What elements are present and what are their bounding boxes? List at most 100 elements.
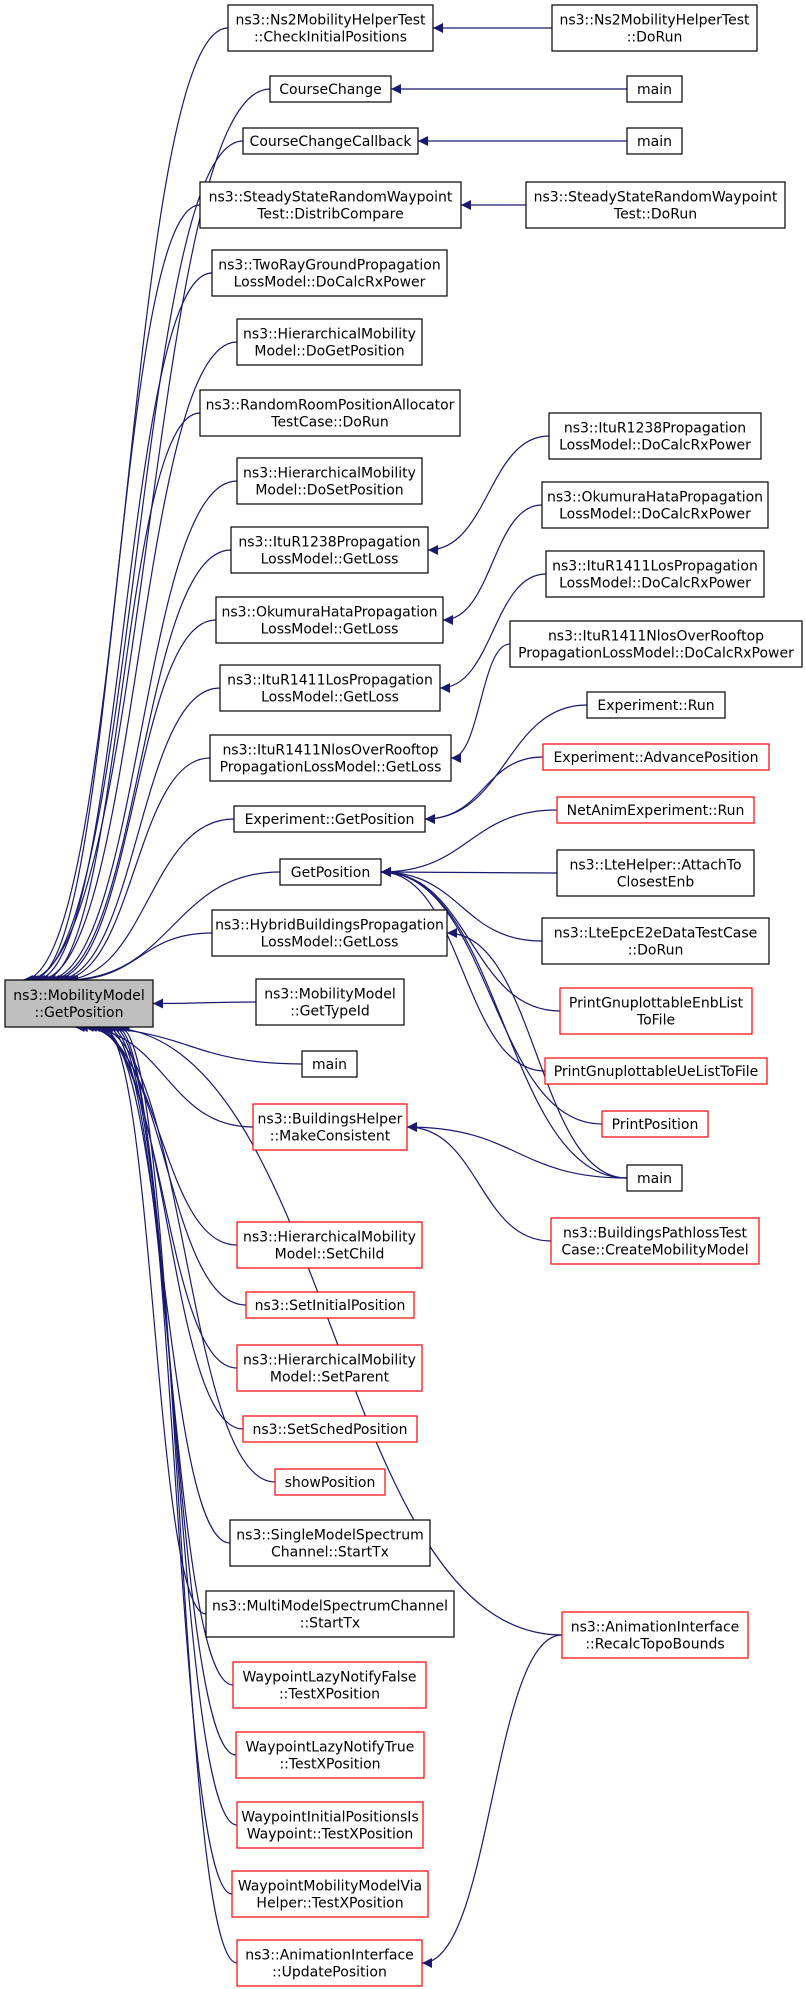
node-experiment-advanceposition[interactable]: Experiment::AdvancePosition [542, 743, 770, 771]
node-ns3-hybridbuildingspropagation-lossmodel-getloss[interactable]: ns3::HybridBuildingsPropagationLossModel… [211, 909, 448, 957]
node-ns3-setschedposition[interactable]: ns3::SetSchedPosition [242, 1415, 418, 1443]
node-label: ns3::HierarchicalMobility [243, 327, 416, 343]
node-box [229, 1519, 431, 1567]
node-label: GetPosition [291, 865, 370, 881]
node-label: TestCase::DoRun [270, 415, 388, 431]
node-label: Test::DistribCompare [256, 207, 404, 223]
node-label: ns3::TwoRayGroundPropagation [218, 258, 441, 274]
node-ns3-itur1411lospropagation-lossmodel-getloss[interactable]: ns3::ItuR1411LosPropagationLossModel::Ge… [219, 664, 441, 712]
node-main[interactable]: main [626, 75, 683, 103]
node-label: ns3::RandomRoomPositionAllocator [206, 398, 455, 414]
node-ns3-randomroompositionallocator-testcase-dorun[interactable]: ns3::RandomRoomPositionAllocatorTestCase… [199, 389, 461, 437]
node-printgnuplottableuelisttofile[interactable]: PrintGnuplottableUeListToFile [544, 1057, 768, 1085]
node-waypointlazynotifyfalse-testxposition[interactable]: WaypointLazyNotifyFalse::TestXPosition [232, 1661, 427, 1709]
node-box [542, 743, 770, 771]
node-label: Model::SetChild [275, 1247, 385, 1263]
node-label: ns3::MultiModelSpectrumChannel [212, 1599, 448, 1615]
node-label: LossModel::GetLoss [261, 552, 399, 568]
node-ns3-itur1411lospropagation-lossmodel-docalcrxpower[interactable]: ns3::ItuR1411LosPropagationLossModel::Do… [545, 550, 765, 598]
node-label: main [312, 1057, 347, 1073]
node-label: WaypointLazyNotifyTrue [246, 1740, 415, 1756]
node-box [601, 1110, 709, 1138]
node-box [242, 1415, 418, 1443]
node-ns3-itur1238propagation-lossmodel-getloss[interactable]: ns3::ItuR1238PropagationLossModel::GetLo… [230, 526, 429, 574]
node-ns3-itur1411nlosoverrooftop-propagationlossmodel-docalcrxpower[interactable]: ns3::ItuR1411NlosOverRooftopPropagationL… [509, 620, 803, 668]
node-label: ns3::LteHelper::AttachTo [569, 858, 741, 874]
node-netanimexperiment-run[interactable]: NetAnimExperiment::Run [556, 796, 755, 824]
node-label: Model::DoGetPosition [254, 344, 404, 360]
node-experiment-run[interactable]: Experiment::Run [586, 691, 726, 719]
call-edge-n13-to-n0 [48, 549, 232, 985]
node-label: ns3::Ns2MobilityHelperTest [559, 13, 750, 29]
node-ns3-itur1238propagation-lossmodel-docalcrxpower[interactable]: ns3::ItuR1238PropagationLossModel::DoCal… [548, 412, 762, 460]
node-main[interactable]: main [626, 127, 683, 155]
node-box [235, 1731, 425, 1779]
node-label: LossModel::GetLoss [261, 622, 399, 638]
node-label: WaypointInitialPositionsIs [241, 1810, 418, 1826]
node-box [269, 75, 392, 103]
node-ns3-lteepce2edatatestcase-dorun[interactable]: ns3::LteEpcE2eDataTestCase::DoRun [541, 917, 770, 965]
node-label: ns3::ItuR1411NlosOverRooftop [548, 629, 764, 645]
node-ns3-buildingspathlosstest-case-createmobilitymodel[interactable]: ns3::BuildingsPathlossTestCase::CreateMo… [550, 1217, 760, 1265]
call-edge-n12-to-n0 [45, 480, 238, 985]
node-ns3-setinitialposition[interactable]: ns3::SetInitialPosition [245, 1291, 415, 1319]
node-ns3-hierarchicalmobility-model-dosetposition[interactable]: ns3::HierarchicalMobilityModel::DoSetPos… [236, 457, 423, 505]
node-ns3-ns2mobilityhelpertest-checkinitialpositions[interactable]: ns3::Ns2MobilityHelperTest::CheckInitial… [227, 4, 434, 52]
node-box [626, 1164, 683, 1192]
call-edge-n38-to-n0 [86, 1022, 247, 1306]
node-ns3-animationinterface-updateposition[interactable]: ns3::AnimationInterface::UpdatePosition [236, 1939, 423, 1987]
node-box [550, 1217, 760, 1265]
node-label: Model::DoSetPosition [255, 483, 403, 499]
node-ns3-itur1411nlosoverrooftop-propagationlossmodel-getloss[interactable]: ns3::ItuR1411NlosOverRooftopPropagationL… [209, 734, 452, 782]
node-label: ns3::Ns2MobilityHelperTest [235, 13, 426, 29]
node-ns3-animationinterface-recalctopobounds[interactable]: ns3::AnimationInterface::RecalcTopoBound… [561, 1611, 749, 1659]
node-experiment-getposition[interactable]: Experiment::GetPosition [233, 805, 426, 833]
node-getposition[interactable]: GetPosition [279, 858, 382, 886]
call-edge-n27-to-n24 [380, 867, 543, 942]
node-label: ::StartTx [300, 1616, 360, 1632]
node-label: LossModel::GetLoss [261, 690, 399, 706]
node-label: ns3::SetInitialPosition [255, 1298, 406, 1314]
call-edge-n44-to-n0 [103, 1022, 563, 1636]
node-ns3-okumurahatapropagation-lossmodel-getloss[interactable]: ns3::OkumuraHataPropagationLossModel::Ge… [215, 596, 444, 644]
node-box [230, 526, 429, 574]
node-main[interactable]: main [301, 1050, 358, 1078]
node-ns3-buildingshelper-makeconsistent[interactable]: ns3::BuildingsHelper::MakeConsistent [252, 1103, 408, 1151]
node-ns3-hierarchicalmobility-model-setparent[interactable]: ns3::HierarchicalMobilityModel::SetParen… [236, 1344, 423, 1392]
node-label: LossModel::GetLoss [261, 935, 399, 951]
node-printposition[interactable]: PrintPosition [601, 1110, 709, 1138]
node-main[interactable]: main [626, 1164, 683, 1192]
node-ns3-multimodelspectrumchannel-starttx[interactable]: ns3::MultiModelSpectrumChannel::StartTx [205, 1590, 455, 1638]
node-label: ns3::ItuR1411NlosOverRooftop [222, 743, 438, 759]
node-ns3-mobilitymodel-gettypeid[interactable]: ns3::MobilityModel::GetTypeId [255, 978, 405, 1026]
node-label: ns3::ItuR1411LosPropagation [227, 673, 433, 689]
node-label: PropagationLossModel::DoCalcRxPower [518, 646, 794, 662]
node-coursechange[interactable]: CourseChange [269, 75, 392, 103]
node-coursechangecallback[interactable]: CourseChangeCallback [242, 127, 419, 155]
node-box [556, 796, 755, 824]
node-ns3-tworaygroundpropagation-lossmodel-docalcrxpower[interactable]: ns3::TwoRayGroundPropagationLossModel::D… [211, 249, 448, 297]
node-box [525, 181, 786, 229]
node-label: ns3::MobilityModel [264, 987, 396, 1003]
node-showposition[interactable]: showPosition [274, 1468, 386, 1496]
node-label: ns3::BuildingsHelper [258, 1112, 403, 1128]
node-ns3-okumurahatapropagation-lossmodel-docalcrxpower[interactable]: ns3::OkumuraHataPropagationLossModel::Do… [541, 481, 769, 529]
node-waypointmobilitymodelvia-helper-testxposition[interactable]: WaypointMobilityModelViaHelper::TestXPos… [231, 1870, 429, 1918]
node-ns3-hierarchicalmobility-model-dogetposition[interactable]: ns3::HierarchicalMobilityModel::DoGetPos… [236, 318, 423, 366]
call-edge-n17-to-n0 [55, 687, 221, 985]
node-waypointinitialpositionsis-waypoint-testxposition[interactable]: WaypointInitialPositionsIsWaypoint::Test… [236, 1801, 424, 1849]
node-box [233, 805, 426, 833]
node-ns3-steadystaterandomwaypoint-test-distribcompare[interactable]: ns3::SteadyStateRandomWaypointTest::Dist… [199, 181, 462, 229]
call-edge-n15-to-n0 [52, 619, 217, 985]
node-ns3-steadystaterandomwaypoint-test-dorun[interactable]: ns3::SteadyStateRandomWaypointTest::DoRu… [525, 181, 786, 229]
node-ns3-mobilitymodel-getposition[interactable]: ns3::MobilityModel::GetPosition [4, 979, 154, 1028]
node-label: ns3::MobilityModel [13, 988, 145, 1004]
node-waypointlazynotifytrue-testxposition[interactable]: WaypointLazyNotifyTrue::TestXPosition [235, 1731, 425, 1779]
node-box [4, 979, 154, 1028]
node-label: Model::SetParent [270, 1370, 390, 1386]
node-ns3-ns2mobilityhelpertest-dorun[interactable]: ns3::Ns2MobilityHelperTest::DoRun [551, 4, 758, 52]
